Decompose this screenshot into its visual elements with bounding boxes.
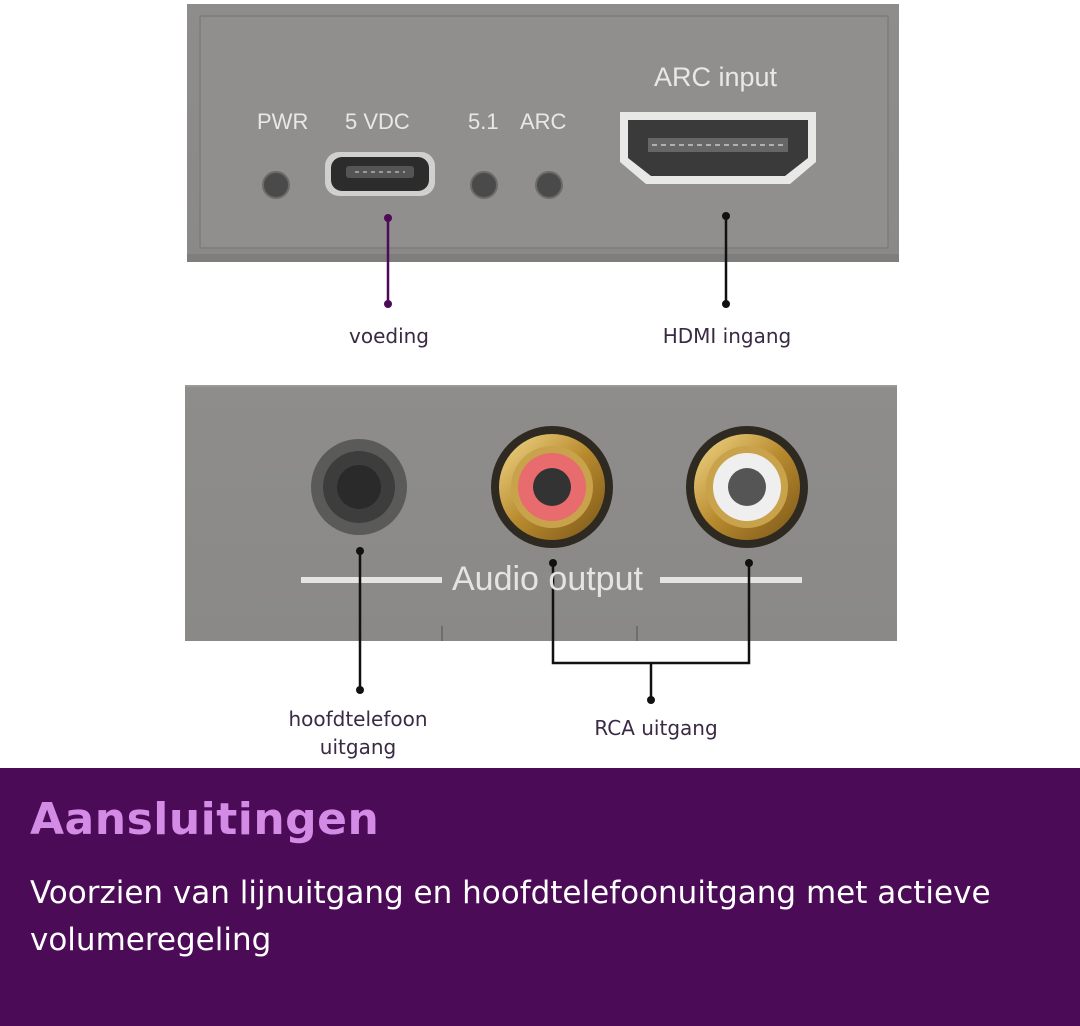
callout-headphone-line2: uitgang xyxy=(319,735,397,759)
top-panel xyxy=(187,4,899,262)
audio-output-label: Audio output xyxy=(452,560,643,598)
pwr-led xyxy=(262,171,290,199)
device-illustration xyxy=(185,4,899,704)
callout-voeding-line xyxy=(384,214,392,308)
pwr-label: PWR xyxy=(257,109,309,134)
bottom-panel xyxy=(185,385,897,641)
banner-description: Voorzien van lijnuitgang en hoofdtelefoo… xyxy=(30,875,991,958)
banner-title: Aansluitingen xyxy=(30,794,380,845)
five-one-label: 5.1 xyxy=(468,109,499,134)
vdc-label: 5 VDC xyxy=(345,109,410,134)
arc-input-label: ARC input xyxy=(654,62,778,92)
hdmi-port xyxy=(620,112,816,184)
callout-hdmi: HDMI ingang xyxy=(662,324,792,348)
callout-voeding: voeding xyxy=(349,324,429,348)
five-one-led xyxy=(470,171,498,199)
rca-red-jack xyxy=(491,426,613,548)
arc-led xyxy=(535,171,563,199)
micro-usb-port xyxy=(325,152,435,196)
callout-rca: RCA uitgang xyxy=(594,716,718,740)
callout-headphone-line xyxy=(356,547,364,694)
callout-hdmi-line xyxy=(722,212,730,308)
callout-rca-line xyxy=(549,559,753,704)
headphone-jack xyxy=(311,439,407,535)
arc-label: ARC xyxy=(520,109,567,134)
info-banner xyxy=(0,768,1080,1026)
callout-headphone-line1: hoofdtelefoon xyxy=(288,707,428,731)
rca-white-jack xyxy=(686,426,808,548)
